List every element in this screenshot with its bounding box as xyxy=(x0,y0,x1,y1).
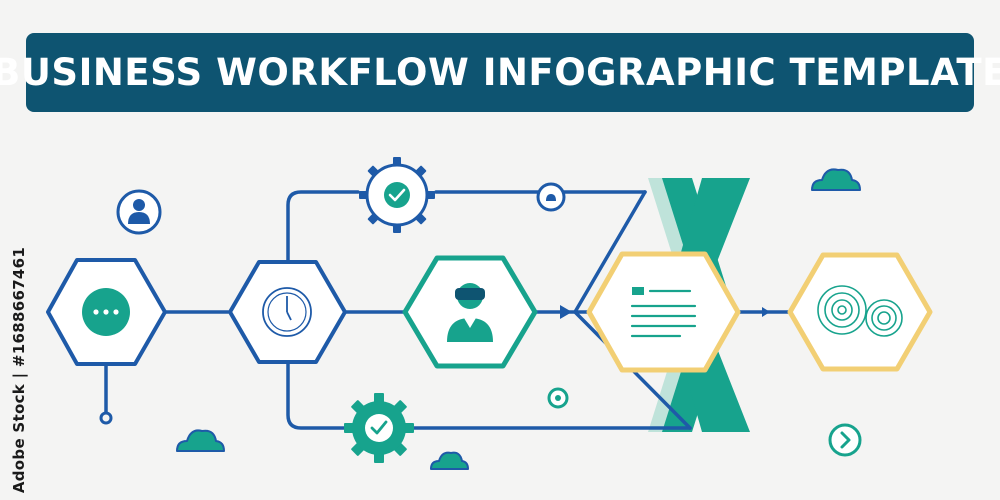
target-circles-icon xyxy=(817,285,903,337)
chat-dots-icon xyxy=(82,288,130,336)
step-5-node xyxy=(787,252,933,372)
document-lines-icon xyxy=(630,287,697,338)
step-4-hexagon xyxy=(586,251,741,373)
arrow-marker-1 xyxy=(560,305,572,319)
cloud-icon-2 xyxy=(176,429,225,452)
gear-check-outline-icon xyxy=(359,157,435,233)
step-5-hexagon xyxy=(787,252,933,372)
small-target-icon xyxy=(547,387,569,409)
title-banner: BUSINESS WORKFLOW INFOGRAPHIC TEMPLATE xyxy=(0,33,1000,112)
page-title: BUSINESS WORKFLOW INFOGRAPHIC TEMPLATE xyxy=(0,51,1000,94)
step-2-node xyxy=(228,260,347,364)
cloud-icon xyxy=(811,168,861,191)
step-3-hexagon xyxy=(402,255,538,369)
play-circle-icon xyxy=(828,423,862,457)
line-end-dot xyxy=(99,411,113,425)
step-3-node xyxy=(402,255,538,369)
step-1-node xyxy=(46,258,167,366)
arrow-marker-2 xyxy=(762,307,770,317)
gear-check-filled-icon xyxy=(344,393,414,463)
cloud-icon-3 xyxy=(430,451,469,470)
step-4-node xyxy=(586,251,741,373)
small-circle-icon xyxy=(536,182,566,212)
user-icon xyxy=(116,189,162,235)
clock-icon xyxy=(262,287,312,337)
person-vr-headset-icon xyxy=(447,283,493,342)
